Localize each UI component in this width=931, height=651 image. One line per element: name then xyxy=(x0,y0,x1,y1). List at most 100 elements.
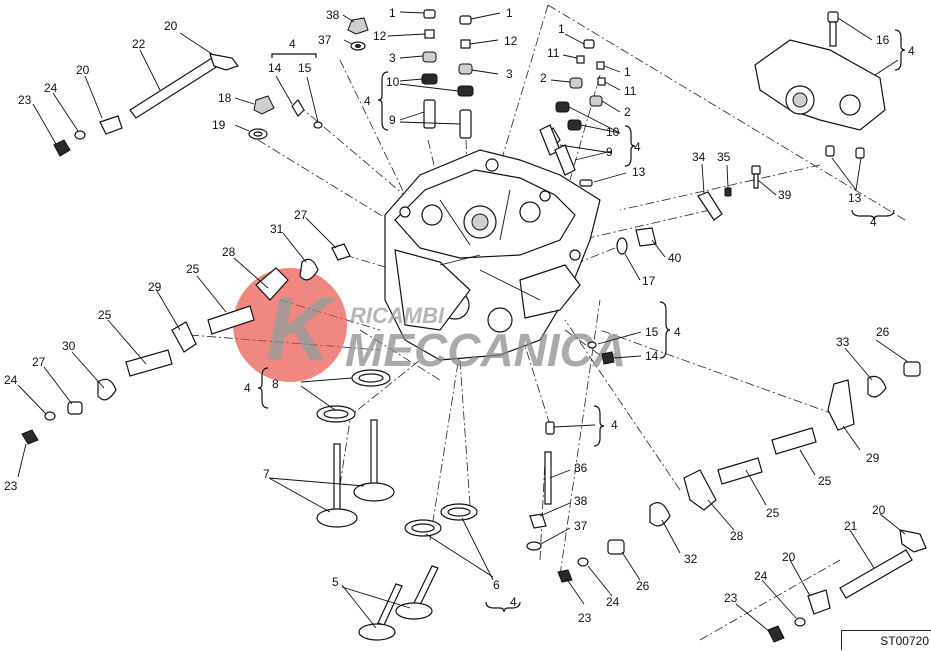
assembly-lines xyxy=(189,4,906,641)
plug-and-washer xyxy=(248,95,275,140)
valves-and-springs xyxy=(316,369,478,641)
callout-18: 18 xyxy=(218,91,232,105)
rocker-assembly-left xyxy=(21,243,351,445)
callout-28-a: 28 xyxy=(222,245,236,259)
callout-12-b: 12 xyxy=(504,34,518,48)
callout-23-b: 23 xyxy=(4,479,18,493)
callout-26-a: 26 xyxy=(876,325,890,339)
callout-4-i: 4 xyxy=(510,595,517,609)
callout-25-a: 25 xyxy=(186,262,200,276)
callout-30: 30 xyxy=(62,339,76,353)
callout-20-d: 20 xyxy=(782,550,796,564)
callout-11-a: 11 xyxy=(547,46,560,60)
callout-28-b: 28 xyxy=(730,529,744,543)
callout-6: 6 xyxy=(493,578,500,592)
callout-17: 17 xyxy=(642,274,656,288)
callout-14-a: 14 xyxy=(268,61,282,75)
callout-4-e: 4 xyxy=(870,215,877,229)
callout-35: 35 xyxy=(717,150,731,164)
callout-20-b: 20 xyxy=(76,63,90,77)
callout-40: 40 xyxy=(668,251,682,265)
callout-1-a: 1 xyxy=(389,6,396,20)
callout-37-top: 37 xyxy=(318,33,332,47)
rocker-shaft-upper-left xyxy=(53,53,239,157)
cylinder-head xyxy=(384,149,601,361)
callout-20-c: 20 xyxy=(872,503,886,517)
callout-38-bottom: 38 xyxy=(574,494,588,508)
svg-text:MECCANICA: MECCANICA xyxy=(345,324,626,376)
callout-24-b: 24 xyxy=(4,373,18,387)
callout-4-h: 4 xyxy=(611,418,618,432)
callout-1-d: 1 xyxy=(624,65,631,79)
rocker-shaft-lower-right xyxy=(767,529,927,643)
callout-24-c: 24 xyxy=(606,595,620,609)
callout-34: 34 xyxy=(692,150,706,164)
callout-23-d: 23 xyxy=(724,591,738,605)
callout-9-b: 9 xyxy=(606,145,613,159)
callout-20-a: 20 xyxy=(164,19,178,33)
cap-and-washer-top xyxy=(347,17,369,51)
callout-12-a: 12 xyxy=(373,29,387,43)
cam-carrier-upper-right xyxy=(754,11,886,159)
callout-37-bottom: 37 xyxy=(574,519,588,533)
callout-4-a: 4 xyxy=(364,94,371,108)
callout-10-b: 10 xyxy=(606,125,620,139)
callout-4-b: 4 xyxy=(289,37,296,51)
callout-23-a: 23 xyxy=(18,93,32,107)
callout-2-b: 2 xyxy=(624,105,631,119)
callout-27-a: 27 xyxy=(294,208,308,222)
bracket-and-bolts xyxy=(579,165,761,221)
callout-24-d: 24 xyxy=(754,569,768,583)
callout-13-a: 13 xyxy=(632,165,646,179)
callout-39: 39 xyxy=(778,188,792,202)
callout-3-a: 3 xyxy=(389,51,396,65)
watermark: K RICAMBI MECCANICA xyxy=(233,268,626,382)
side-plug xyxy=(616,227,657,255)
callout-31: 31 xyxy=(270,222,284,236)
svg-text:K: K xyxy=(266,280,337,380)
callout-1-b: 1 xyxy=(506,6,513,20)
callout-24-a: 24 xyxy=(44,81,58,95)
callout-labels: 38 37 1 12 3 10 9 4 1 12 3 4 14 15 18 19… xyxy=(4,6,915,625)
rocker-assembly-right xyxy=(557,361,921,583)
callout-4-g: 4 xyxy=(674,325,681,339)
callout-9-a: 9 xyxy=(389,113,396,127)
callout-15-a: 15 xyxy=(298,61,312,75)
callout-29-b: 29 xyxy=(866,451,880,465)
callout-2-a: 2 xyxy=(540,71,547,85)
callout-26-b: 26 xyxy=(636,579,650,593)
callout-29-a: 29 xyxy=(148,280,162,294)
callout-4-c: 4 xyxy=(634,140,641,154)
callout-5: 5 xyxy=(332,575,339,589)
callout-11-b: 11 xyxy=(624,84,637,98)
callout-27-b: 27 xyxy=(32,355,46,369)
callout-21: 21 xyxy=(844,519,858,533)
svg-text:RICAMBI: RICAMBI xyxy=(350,303,445,328)
callout-22: 22 xyxy=(132,37,146,51)
braces xyxy=(257,29,906,613)
callout-15-b: 15 xyxy=(645,325,659,339)
callout-33: 33 xyxy=(836,335,850,349)
callout-4-d: 4 xyxy=(908,44,915,58)
callout-7: 7 xyxy=(263,467,270,481)
callout-16: 16 xyxy=(876,33,890,47)
callout-32: 32 xyxy=(684,552,698,566)
callout-25-d: 25 xyxy=(766,506,780,520)
valve-stack-left xyxy=(421,9,474,139)
small-bolt-pair-top xyxy=(291,99,323,129)
callout-3-b: 3 xyxy=(506,67,513,81)
callout-13-b: 13 xyxy=(848,191,862,205)
callout-19: 19 xyxy=(212,118,226,132)
callout-8: 8 xyxy=(272,377,279,391)
callout-25-c: 25 xyxy=(818,474,832,488)
callout-14-b: 14 xyxy=(645,349,659,363)
small-bolt-pair-right xyxy=(587,341,615,365)
leader-lines xyxy=(17,11,909,633)
callout-25-b: 25 xyxy=(98,308,112,322)
callout-10-a: 10 xyxy=(386,75,400,89)
callout-36: 36 xyxy=(574,461,588,475)
drawing-code: ST00720 xyxy=(841,630,931,650)
callout-4-f: 4 xyxy=(244,381,251,395)
callout-1-c: 1 xyxy=(558,22,565,36)
